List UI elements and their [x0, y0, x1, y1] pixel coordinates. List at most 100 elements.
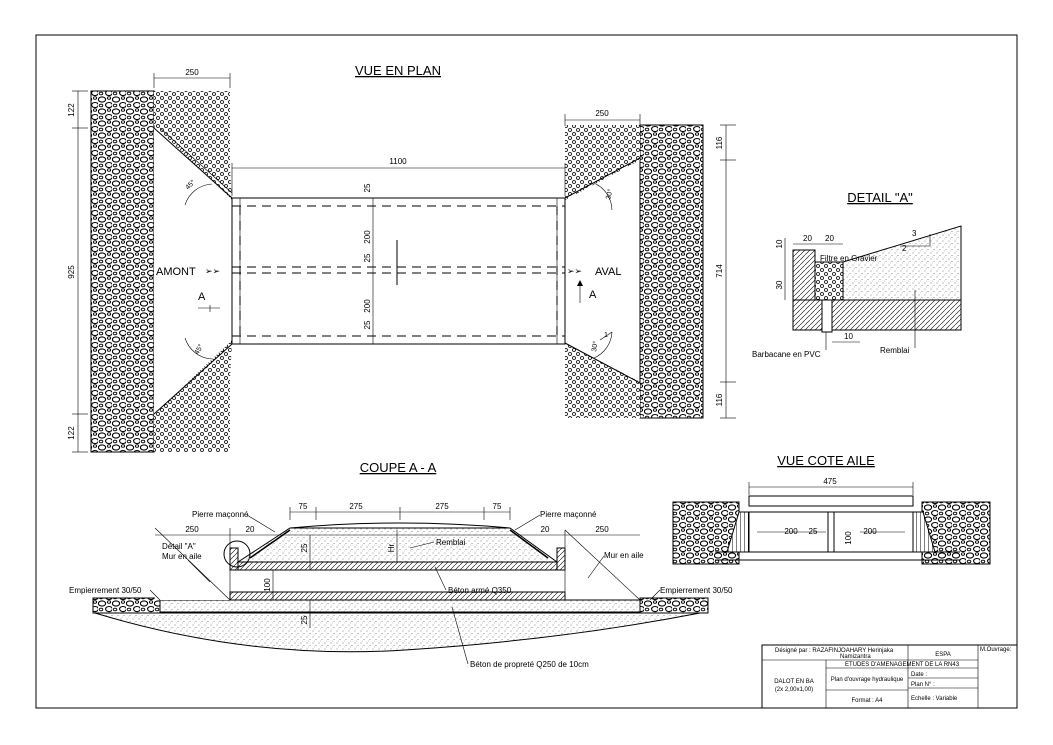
right-top-wing-fill: [565, 125, 640, 200]
detail-dim-20-b: 20: [825, 234, 834, 243]
dim-1100: 1100: [389, 157, 407, 166]
section-dim-75-right: 75: [493, 502, 502, 511]
side-dim-200-left: 200: [784, 527, 798, 536]
dim-116-top: 116: [715, 136, 724, 149]
designer-label: Désigné par : RAZAFINJOAHARY Herinjaka: [775, 648, 894, 654]
ouvrage-label: M.Ouvrage:: [980, 647, 1012, 653]
side-dim-200-right: 200: [863, 527, 877, 536]
culvert-top-slab: [229, 561, 566, 571]
empierrement-left: [92, 597, 161, 614]
slope-1: 1: [604, 332, 608, 339]
right-rock-masonry: [639, 124, 704, 419]
date-label: Date :: [911, 672, 927, 678]
dim-714: 714: [715, 264, 724, 278]
format-label: Format : A4: [851, 698, 883, 704]
beton-arme-label: Béton armé Q350: [448, 586, 512, 595]
detail-pvc-label: Barbacane en PVC: [752, 350, 821, 359]
detail-slope-3: 3: [912, 229, 917, 238]
object-line1: DALOT EN BA: [774, 679, 814, 685]
detail-title: DETAIL "A": [847, 190, 913, 205]
side-rock-left: [672, 501, 740, 565]
left-rock-masonry: [90, 90, 155, 453]
dim-200-b: 200: [363, 299, 372, 313]
side-view: VUE COTE AILE 475 200 25 100 200: [672, 453, 991, 565]
aval-arrow-icon: ➢➢: [567, 266, 583, 276]
empierrement-right-label: Empierrement 30/50: [660, 586, 733, 595]
section-mark-left: A: [198, 291, 206, 303]
pierre-right-label: Pierre maçonné: [540, 510, 597, 519]
detail-a-label: Détail "A": [162, 542, 196, 551]
section-ground: [94, 612, 701, 653]
side-rock-right: [921, 501, 991, 565]
scale-label: Echelle : Variable: [911, 696, 958, 702]
mur-left-label: Mur en aile: [162, 552, 202, 561]
angle-30-bottom: 30°: [590, 340, 600, 352]
amont-arrow-icon: ➢➢: [205, 266, 221, 276]
title-block: Désigné par : RAZAFINJOAHARY Herinjaka N…: [761, 644, 1018, 709]
angle-30-top: 30°: [604, 188, 615, 200]
section-dim-275-right: 275: [435, 502, 449, 511]
right-bottom-wing-fill: [565, 343, 640, 418]
dim-122-bottom: 122: [67, 426, 76, 440]
plan-type: Plan d'ouvrage hydraulique: [831, 677, 904, 683]
detail-a: DETAIL "A" 3 2 20 20 10 30 10 Filtre en …: [752, 190, 962, 359]
section-a-a: COUPE A - A 75 275 275 75: [69, 460, 733, 669]
side-dim-475: 475: [823, 477, 837, 486]
dim-925: 925: [67, 265, 76, 279]
section-blinding: [159, 599, 641, 613]
dim-122-top: 122: [67, 103, 76, 117]
side-dim-25: 25: [809, 527, 818, 536]
section-dim-25-bottom: 25: [300, 615, 309, 624]
plan-number-label: Plan N° :: [911, 682, 935, 688]
designer-name: Namizantra: [840, 654, 871, 660]
dim-250-left: 250: [185, 68, 199, 77]
empierrement-left-label: Empierrement 30/50: [69, 586, 142, 595]
detail-slab: [792, 299, 962, 331]
section-dim-275-left: 275: [349, 502, 363, 511]
detail-remblai-label: Remblai: [880, 346, 910, 355]
side-title: VUE COTE AILE: [777, 453, 875, 468]
amont-label: AMONT: [156, 266, 196, 278]
detail-embankment: [842, 225, 962, 301]
section-dim-25-top: 25: [300, 543, 309, 552]
detail-pvc-pipe: [821, 299, 833, 333]
section-dim-20-right: 20: [541, 525, 550, 534]
dim-200-a: 200: [363, 230, 372, 244]
pierre-left-label: Pierre maçonné: [192, 510, 249, 519]
object-line2: (2x 2,00x1,00): [775, 687, 813, 693]
sheet-border: [35, 34, 1018, 709]
school-name: ESPA: [935, 652, 951, 658]
detail-dim-10-top: 10: [775, 239, 784, 248]
detail-gravel-filter: [814, 261, 844, 301]
dim-250-right: 250: [595, 109, 609, 118]
section-dim-250-left: 250: [185, 525, 199, 534]
dim-25-a: 25: [363, 183, 372, 192]
project-name: ETUDES D'AMENAGEMENT DE LA RN43: [845, 662, 960, 668]
detail-dim-10-bottom: 10: [844, 332, 853, 341]
plan-view: VUE EN PLAN 250: [67, 63, 736, 453]
section-mark-right: A: [589, 289, 597, 301]
left-bottom-wing-fill: [154, 340, 232, 452]
section-dim-hr: Hr: [387, 543, 396, 552]
detail-slope-2: 2: [902, 244, 907, 253]
side-dim-100: 100: [844, 531, 853, 545]
left-top-wing-fill: [154, 91, 232, 200]
detail-a-callout: [223, 540, 251, 568]
remblai-label: Remblai: [436, 538, 466, 547]
culvert-bottom-slab: [229, 591, 566, 601]
section-dim-100: 100: [263, 578, 272, 592]
detail-dim-20-a: 20: [803, 234, 812, 243]
dim-25-c: 25: [363, 320, 372, 329]
culvert-outline: [231, 197, 566, 345]
mur-right-label: Mur en aile: [604, 551, 644, 560]
empierrement-right: [639, 597, 709, 614]
detail-filter-label: Filtre en Gravier: [820, 254, 878, 263]
section-dim-250-right: 250: [595, 525, 609, 534]
dim-116-bottom: 116: [715, 393, 724, 406]
beton-proprete-label: Béton de propreté Q250 de 10cm: [470, 660, 589, 669]
section-dim-75-left: 75: [299, 502, 308, 511]
section-dim-20-left: 20: [246, 525, 255, 534]
aval-label: AVAL: [595, 266, 622, 278]
plan-title: VUE EN PLAN: [355, 63, 441, 78]
